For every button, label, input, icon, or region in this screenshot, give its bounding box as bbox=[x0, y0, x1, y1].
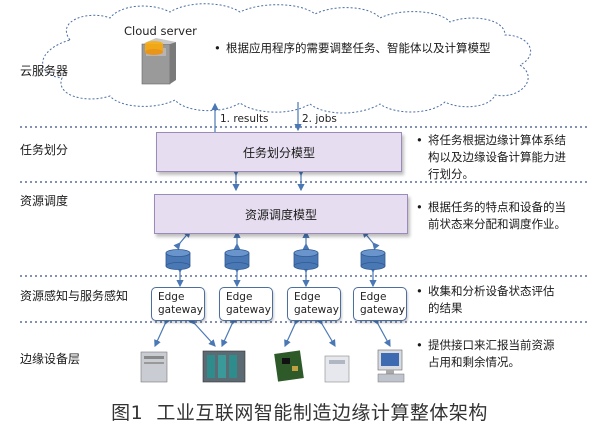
cloud-server-label: Cloud server bbox=[124, 24, 197, 38]
database-icon bbox=[360, 249, 386, 270]
layer-resource-scheduling: 资源调度 bbox=[20, 194, 69, 208]
computer-icon bbox=[377, 349, 405, 383]
server-rack-icon bbox=[140, 351, 168, 383]
resource-scheduling-model-label: 资源调度模型 bbox=[244, 207, 317, 222]
note-resource: • 根据任务的特点和设备的当 前状态来分配和调度作业。 bbox=[416, 200, 566, 231]
layer-perception: 资源感知与服务感知 bbox=[20, 289, 129, 303]
arrow-label-results: 1. results bbox=[220, 113, 269, 125]
layer-task-division: 任务划分 bbox=[20, 143, 69, 157]
note-edge: • 提供接口来汇报当前资源 占用和剩余情况。 bbox=[416, 338, 555, 369]
arrow-label-jobs: 2. jobs bbox=[302, 113, 337, 125]
gateway-device-icon bbox=[324, 355, 350, 383]
server-icon bbox=[141, 38, 176, 85]
connector-arrows bbox=[154, 102, 391, 348]
task-division-model: 任务划分模型 bbox=[156, 132, 402, 172]
figure-caption: 图1 工业互联网智能制造边缘计算整体架构 bbox=[111, 402, 488, 424]
note-task: • 将任务根据边缘计算体系结 构以及边缘设备计算能力进 行划分。 bbox=[416, 133, 566, 181]
database-icon bbox=[165, 249, 191, 270]
layer-cloud-service: 云服务器 bbox=[20, 64, 69, 78]
resource-scheduling-model: 资源调度模型 bbox=[154, 194, 408, 234]
cloud-note: • 根据应用程序的需要调整任务、智能体以及计算模型 bbox=[214, 41, 491, 55]
note-perception: • 收集和分析设备状态评估 的结果 bbox=[416, 284, 555, 315]
plc-controller-icon bbox=[202, 350, 246, 383]
database-icon bbox=[224, 249, 250, 270]
circuit-board-icon bbox=[274, 350, 304, 382]
layer-edge-devices: 边缘设备层 bbox=[20, 352, 81, 366]
task-division-model-label: 任务划分模型 bbox=[242, 145, 315, 160]
database-icon bbox=[293, 249, 319, 270]
